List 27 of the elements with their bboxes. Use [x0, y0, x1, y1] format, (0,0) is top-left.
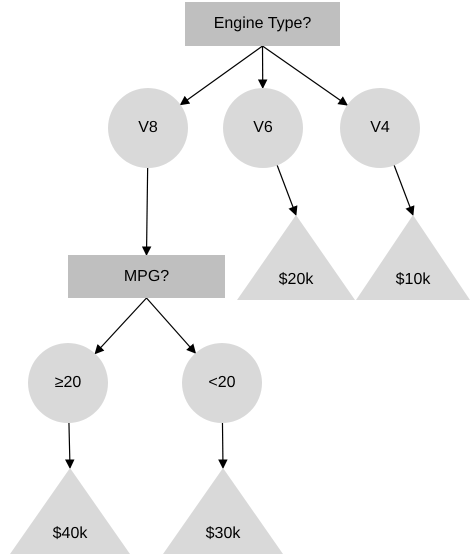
- arrow: [94, 298, 147, 354]
- arrow: [258, 46, 268, 89]
- leaf-triangle: [237, 215, 355, 300]
- node-label: V4: [370, 118, 390, 138]
- node-label: $20k: [278, 270, 314, 290]
- arrow: [180, 46, 263, 106]
- node-label: $10k: [396, 270, 430, 290]
- arrow: [142, 168, 152, 256]
- arrow: [262, 46, 348, 106]
- arrow: [65, 422, 75, 469]
- leaf-triangle: [356, 215, 470, 300]
- node-label: MPG?: [124, 266, 170, 286]
- decision-box: [185, 2, 340, 46]
- node-label: V6: [253, 118, 273, 138]
- decision-box: [68, 255, 225, 298]
- node-label: V8: [138, 118, 158, 138]
- arrow: [276, 165, 298, 216]
- node-label: $40k: [52, 524, 88, 544]
- node-label: ≥20: [54, 373, 82, 393]
- arrow: [394, 165, 414, 216]
- leaf-triangle: [163, 468, 283, 554]
- arrow: [146, 298, 196, 354]
- node-label: $30k: [206, 524, 240, 544]
- leaf-triangle: [10, 468, 130, 554]
- arrow: [218, 422, 228, 469]
- node-label: Engine Type?: [214, 14, 312, 34]
- node-label: <20: [208, 373, 236, 393]
